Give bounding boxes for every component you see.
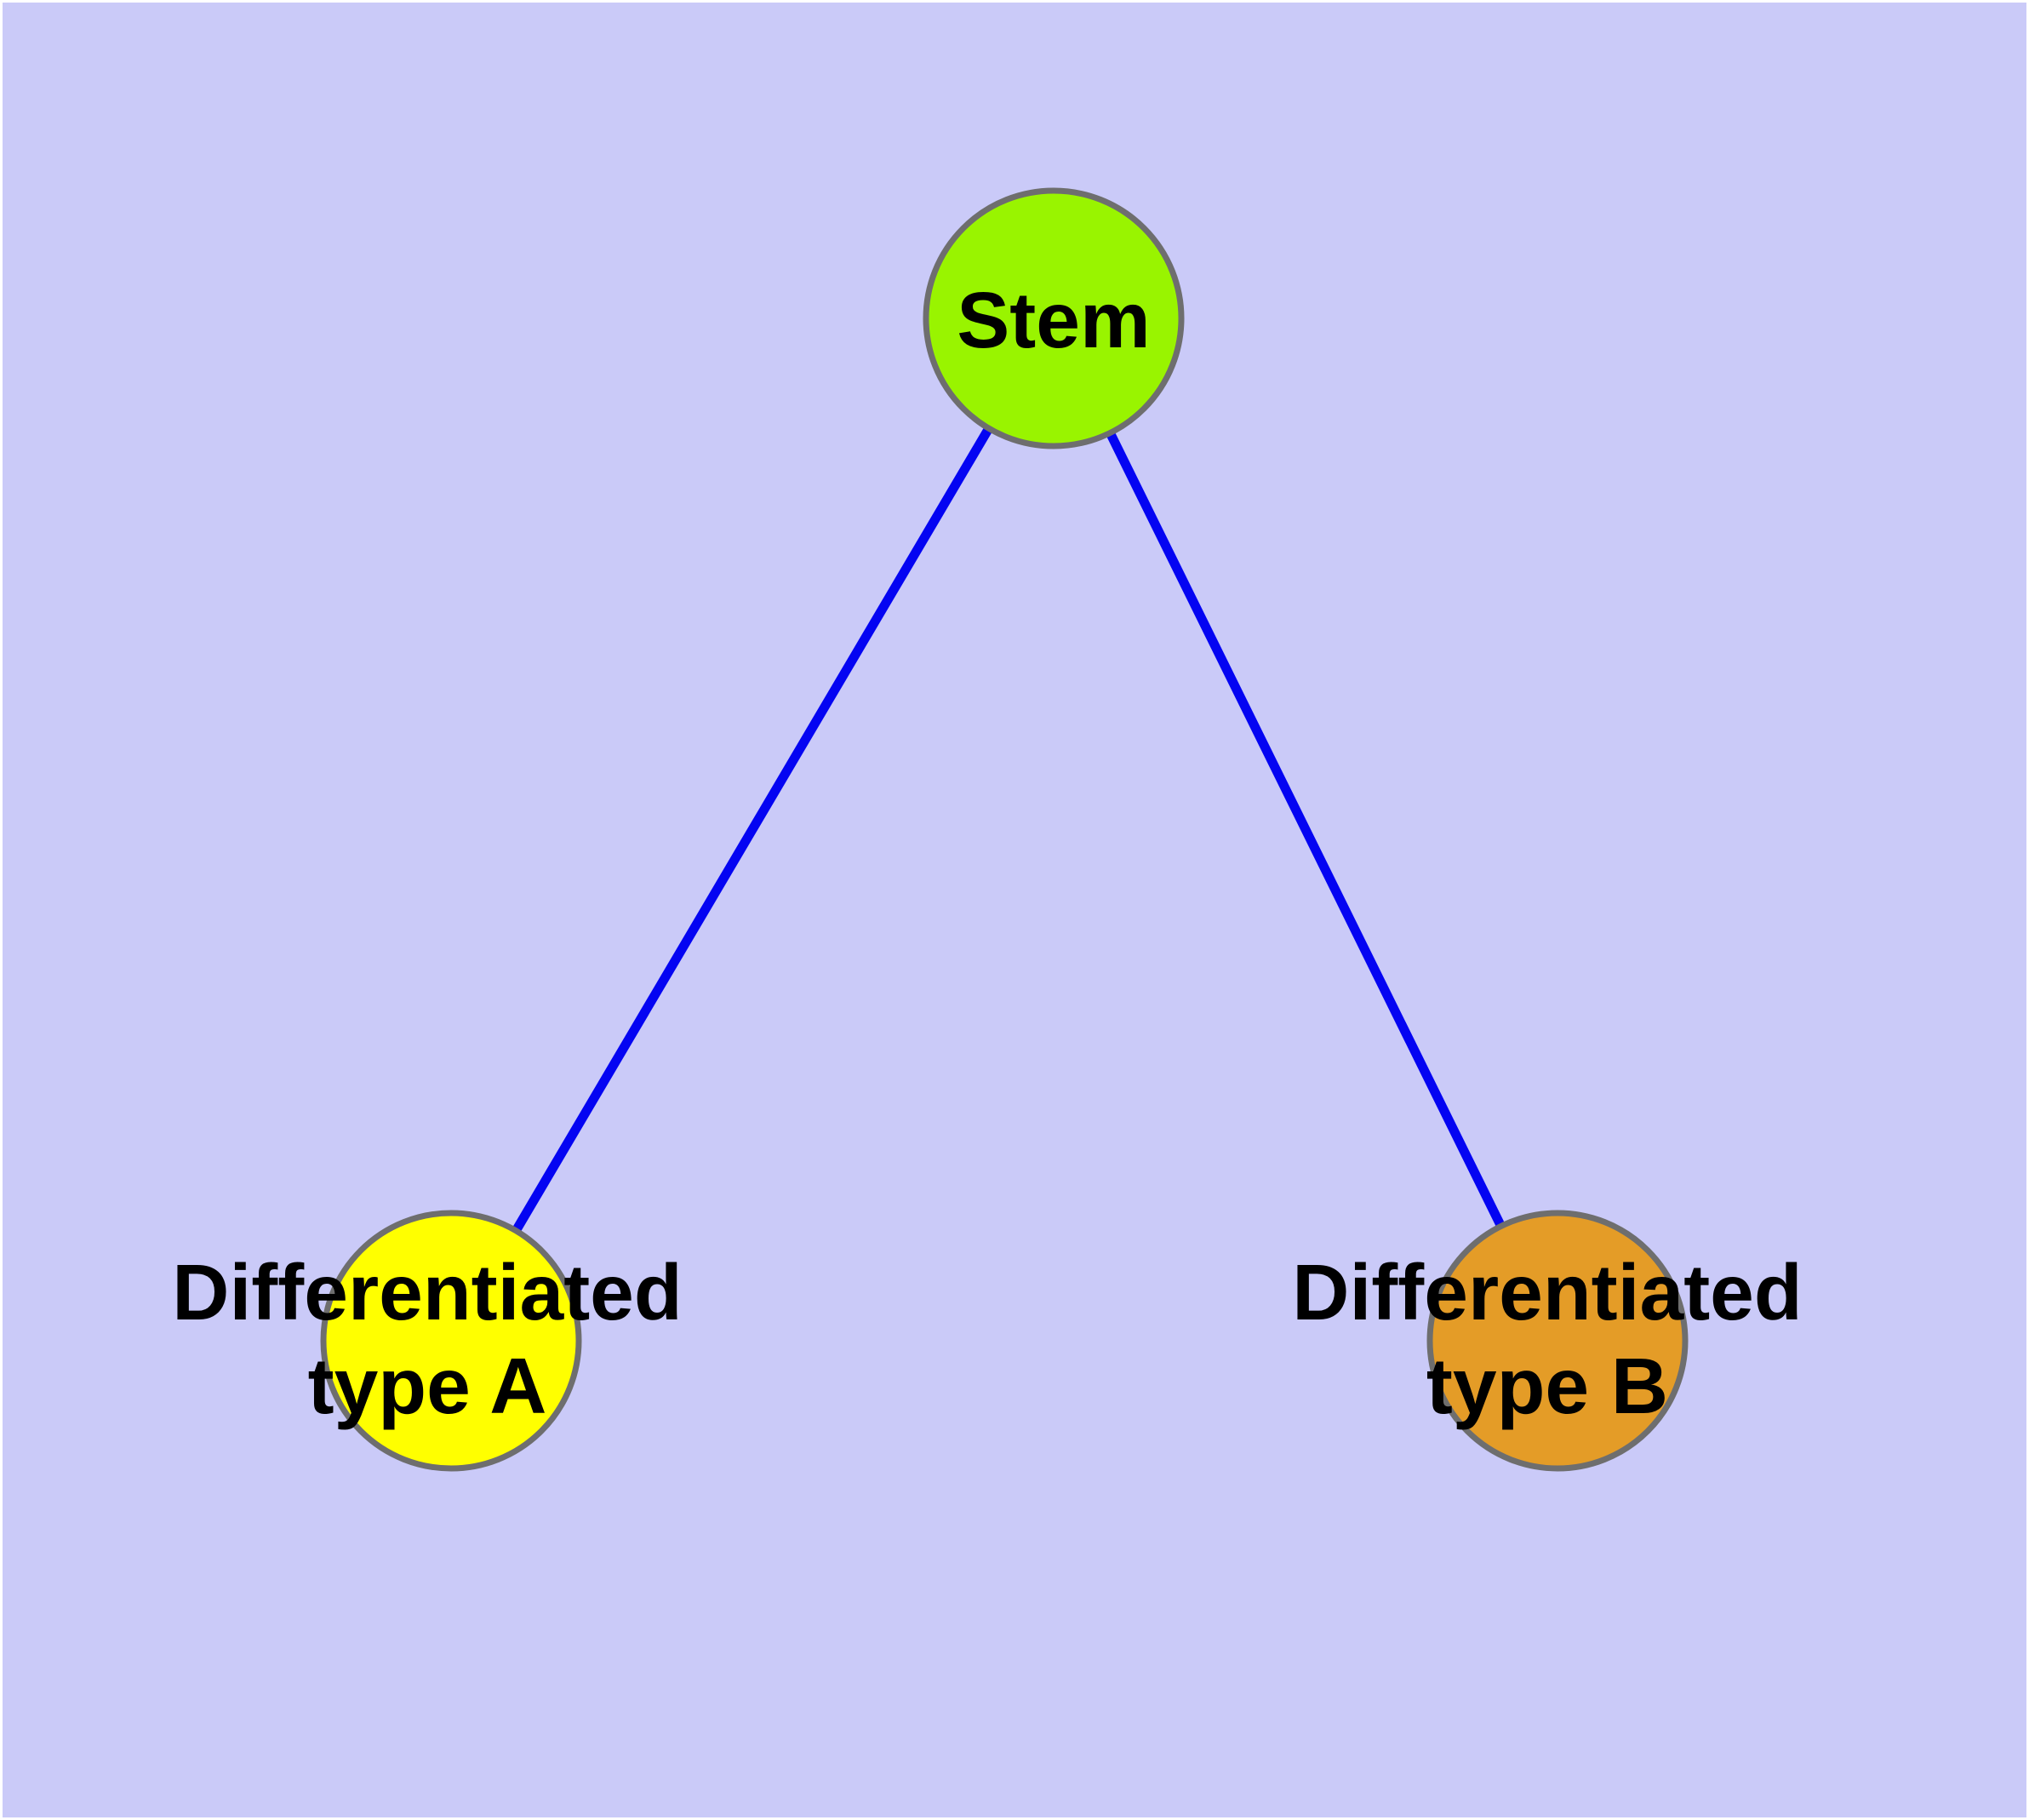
node-label-type-a-line1: Differentiated [172, 1248, 682, 1336]
node-label-type-b-line2: type B [1426, 1342, 1668, 1430]
node-label-stem: Stem [957, 276, 1150, 364]
edge-stem-to-type-a [446, 313, 1059, 1346]
node-label-type-a-line2: type A [308, 1342, 547, 1430]
edge-stem-to-type-b [1049, 313, 1563, 1346]
node-differentiated-type-b [1426, 1210, 1689, 1472]
node-label-type-b-line1: Differentiated [1292, 1248, 1802, 1336]
node-stem [923, 187, 1185, 449]
node-differentiated-type-a [320, 1210, 582, 1472]
